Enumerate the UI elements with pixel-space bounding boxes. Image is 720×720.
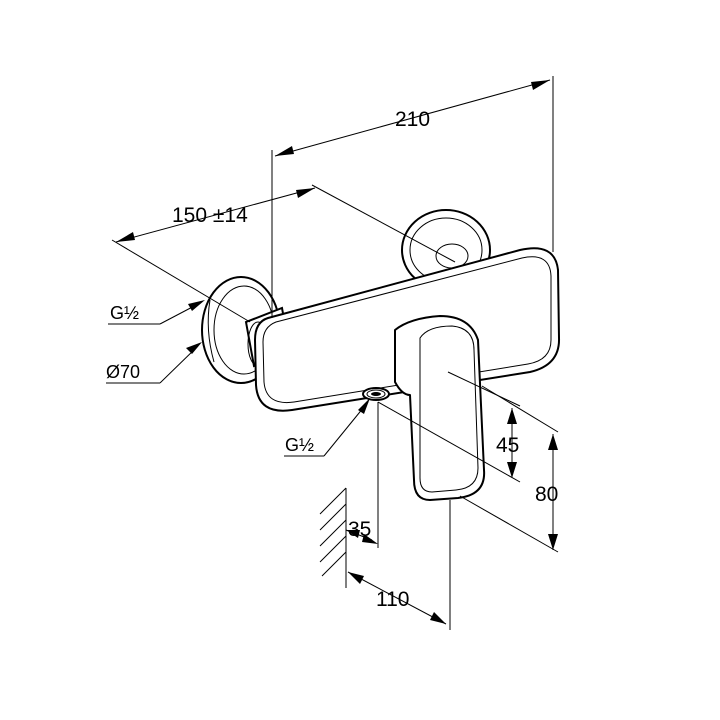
dimension-210-label: 210	[395, 108, 430, 131]
dimension-35-label: 35	[348, 518, 371, 541]
inlet-thread-label: G½	[110, 303, 139, 323]
dimension-45-label: 45	[496, 434, 519, 457]
dimension-150-label: 150 ±14	[172, 204, 248, 227]
outlet-thread	[362, 387, 390, 401]
callout-inlet-thread: G½	[108, 300, 205, 325]
dimension-35: 35	[345, 402, 379, 548]
dimension-110: 110	[347, 500, 451, 630]
callout-escutcheon-diameter: Ø70	[106, 342, 202, 384]
dimension-150: 150 ±14	[111, 184, 456, 323]
dimension-110-label: 110	[376, 588, 409, 611]
lever-handle	[394, 315, 486, 501]
outlet-thread-label: G½	[285, 435, 314, 455]
escutcheon-diameter-label: Ø70	[106, 362, 140, 382]
dimension-45: 45	[377, 371, 521, 483]
dimension-80-label: 80	[535, 483, 558, 506]
dimension-80: 80	[459, 385, 558, 553]
callout-outlet-thread: G½	[284, 398, 370, 457]
dimension-210: 210	[271, 76, 554, 318]
wall-hatching	[319, 487, 347, 588]
